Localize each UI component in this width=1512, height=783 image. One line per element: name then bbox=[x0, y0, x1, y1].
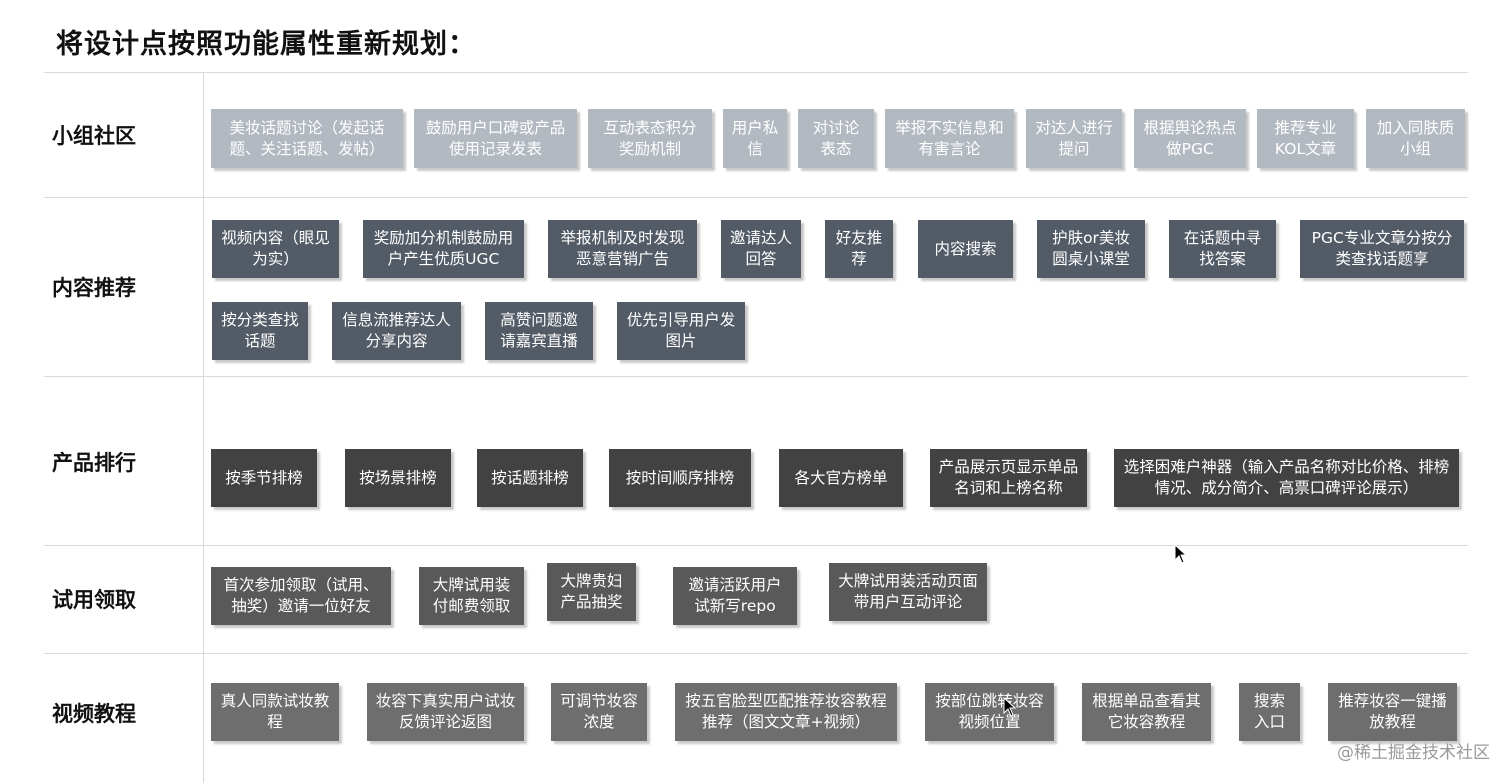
card-content: 护肤or美妆圆桌小课堂 bbox=[1037, 220, 1145, 278]
card-content: 邀请达人回答 bbox=[721, 220, 801, 278]
divider-1 bbox=[44, 197, 1468, 198]
card-trial: 大牌试用装活动页面带用户互动评论 bbox=[829, 563, 987, 621]
card-content: PGC专业文章分按分类查找话题享 bbox=[1300, 220, 1464, 278]
divider-vertical bbox=[203, 72, 204, 783]
page-title: 将设计点按照功能属性重新规划： bbox=[56, 29, 476, 60]
card-content: 视频内容（眼见为实） bbox=[212, 220, 339, 278]
card-community: 推荐专业KOL文章 bbox=[1257, 109, 1354, 168]
section-label-trial: 试用领取 bbox=[52, 588, 136, 612]
card-trial: 大牌贵妇产品抽奖 bbox=[547, 563, 636, 621]
card-community: 美妆话题讨论（发起话题、关注话题、发帖） bbox=[211, 109, 403, 168]
card-content: 按分类查找话题 bbox=[212, 302, 308, 360]
card-community: 用户私信 bbox=[723, 109, 787, 168]
divider-2 bbox=[44, 376, 1468, 377]
card-ranking: 选择困难户神器（输入产品名称对比价格、排榜情况、成分简介、高票口碑评论展示） bbox=[1114, 449, 1459, 507]
card-community: 对达人进行提问 bbox=[1026, 109, 1122, 168]
card-video: 可调节妆容浓度 bbox=[551, 683, 647, 741]
card-content: 优先引导用户发图片 bbox=[617, 302, 745, 360]
card-content: 好友推荐 bbox=[825, 220, 893, 278]
card-ranking: 按季节排榜 bbox=[211, 449, 317, 507]
section-label-video: 视频教程 bbox=[52, 702, 136, 726]
card-content: 在话题中寻找答案 bbox=[1169, 220, 1276, 278]
card-community: 对讨论表态 bbox=[798, 109, 874, 168]
card-ranking: 按话题排榜 bbox=[477, 449, 583, 507]
card-community: 根据舆论热点做PGC bbox=[1134, 109, 1246, 168]
card-ranking: 各大官方榜单 bbox=[779, 449, 903, 507]
section-label-ranking: 产品排行 bbox=[52, 451, 136, 475]
card-video: 按五官脸型匹配推荐妆容教程推荐（图文文章+视频） bbox=[675, 683, 897, 741]
card-community: 鼓励用户口碑或产品使用记录发表 bbox=[414, 109, 577, 168]
card-ranking: 产品展示页显示单品名词和上榜名称 bbox=[930, 449, 1087, 507]
card-content: 举报机制及时发现恶意营销广告 bbox=[548, 220, 697, 278]
card-community: 举报不实信息和有害言论 bbox=[885, 109, 1014, 168]
divider-4 bbox=[44, 653, 1468, 654]
card-content: 信息流推荐达人分享内容 bbox=[332, 302, 461, 360]
divider-3 bbox=[44, 545, 1468, 546]
card-video: 按部位跳转妆容视频位置 bbox=[925, 683, 1054, 741]
card-content: 高赞问题邀请嘉宾直播 bbox=[485, 302, 593, 360]
card-content: 内容搜索 bbox=[918, 220, 1013, 278]
card-community: 加入同肤质小组 bbox=[1366, 109, 1465, 168]
section-label-content: 内容推荐 bbox=[52, 276, 136, 300]
card-trial: 首次参加领取（试用、抽奖）邀请一位好友 bbox=[211, 567, 391, 625]
card-content: 奖励加分机制鼓励用户产生优质UGC bbox=[363, 220, 524, 278]
card-trial: 大牌试用装付邮费领取 bbox=[419, 567, 524, 625]
watermark: @稀土掘金技术社区 bbox=[1337, 743, 1490, 763]
card-ranking: 按时间顺序排榜 bbox=[609, 449, 751, 507]
card-trial: 邀请活跃用户试新写repo bbox=[673, 567, 797, 625]
divider-top bbox=[44, 72, 1468, 73]
card-video: 根据单品查看其它妆容教程 bbox=[1082, 683, 1211, 741]
card-video: 搜索入口 bbox=[1239, 683, 1300, 741]
card-video: 真人同款试妆教程 bbox=[211, 683, 339, 741]
card-community: 互动表态积分奖励机制 bbox=[588, 109, 712, 168]
section-label-community: 小组社区 bbox=[52, 124, 136, 148]
card-video: 妆容下真实用户试妆反馈评论返图 bbox=[367, 683, 524, 741]
cursor-arrow-icon bbox=[1174, 544, 1188, 564]
cursor-arrow-icon bbox=[1003, 697, 1017, 717]
card-video: 推荐妆容一键播放教程 bbox=[1328, 683, 1457, 741]
card-ranking: 按场景排榜 bbox=[345, 449, 451, 507]
